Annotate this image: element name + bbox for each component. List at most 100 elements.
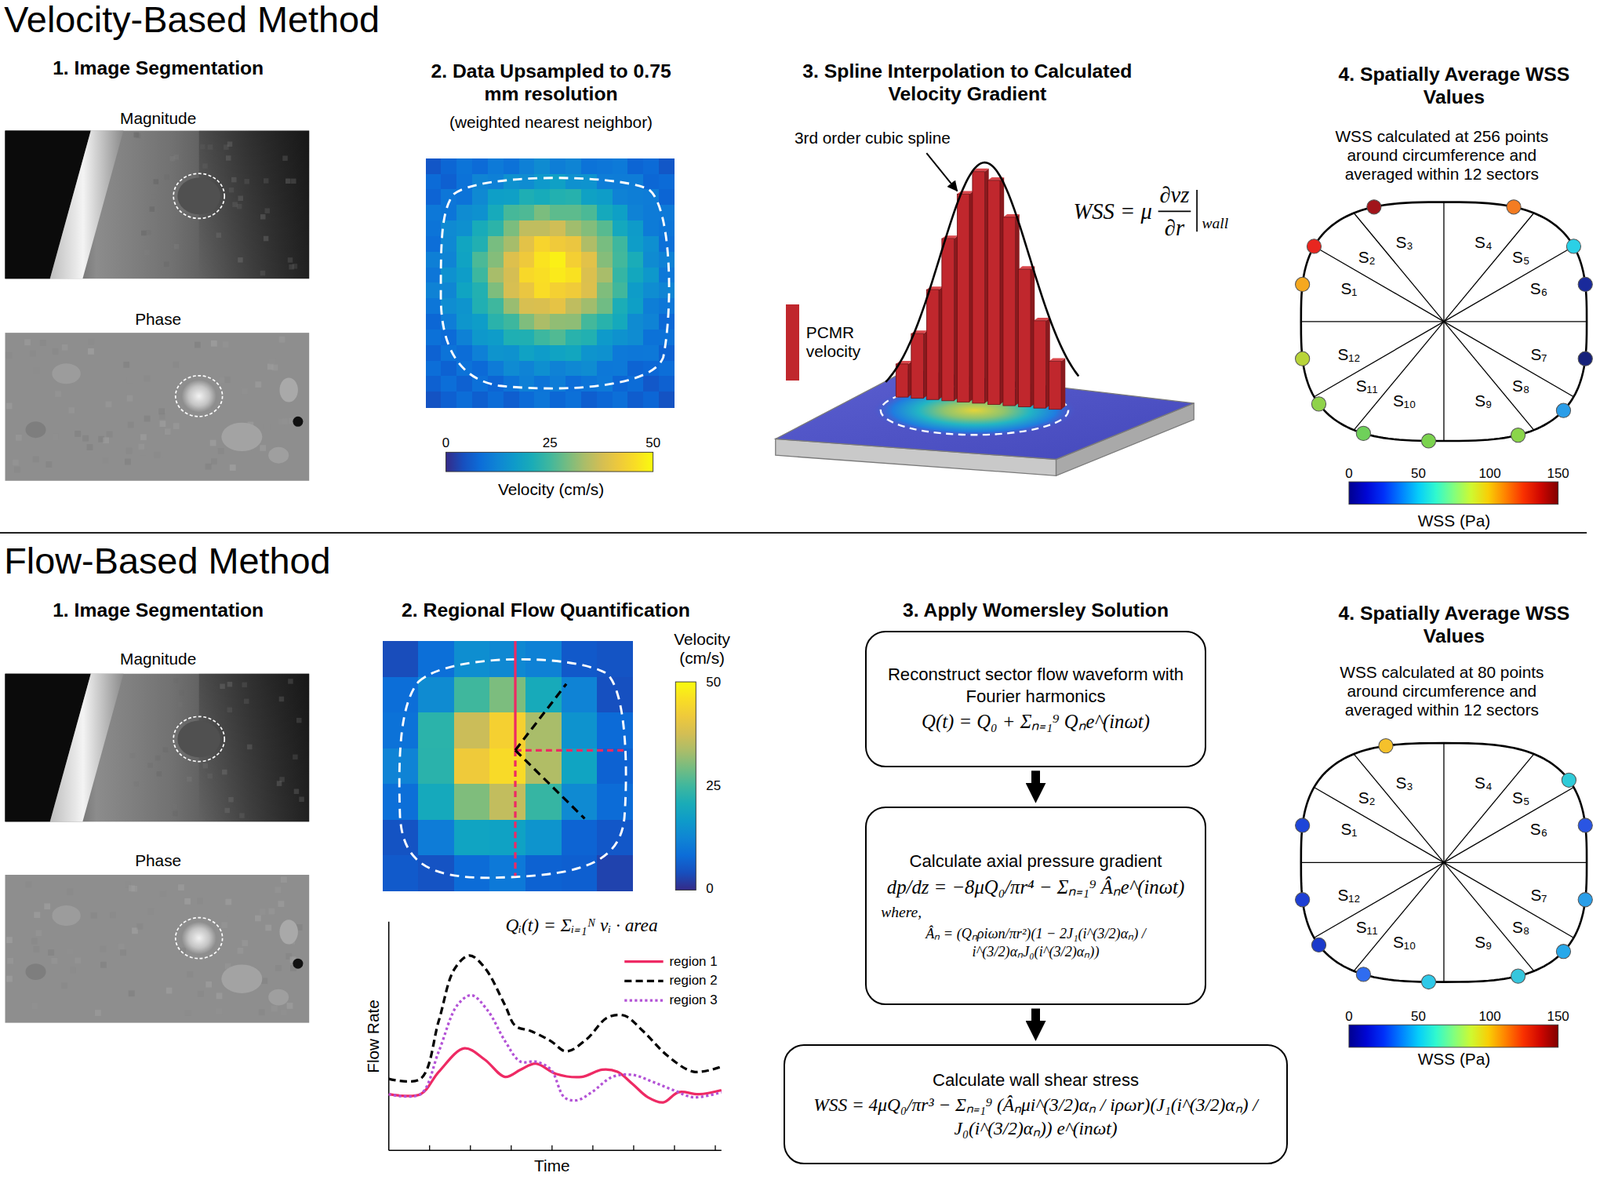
sector-divider xyxy=(1443,213,1535,322)
image-texture xyxy=(265,924,272,931)
velocity-pixel xyxy=(643,220,659,237)
sector-divider xyxy=(1301,861,1444,863)
velocity-pixel xyxy=(534,251,550,268)
velocity-pixel xyxy=(489,676,526,713)
bar-front xyxy=(987,180,1000,405)
velocity-pixel xyxy=(472,298,488,314)
velocity-pixel xyxy=(456,313,473,330)
velocity-pixel xyxy=(627,360,644,377)
image-texture xyxy=(241,387,248,394)
image-texture xyxy=(87,443,94,451)
image-texture xyxy=(207,144,214,150)
phase-image xyxy=(5,332,310,481)
image-texture xyxy=(210,340,218,347)
image-texture xyxy=(52,433,59,440)
velocity-pixel xyxy=(565,313,582,330)
velocity-pixel xyxy=(565,174,582,190)
velocity-pixel xyxy=(472,251,488,268)
image-texture xyxy=(29,350,37,357)
image-texture xyxy=(225,155,232,161)
image-texture xyxy=(178,883,185,891)
velocity-pixel xyxy=(549,329,566,346)
velocity-pixel xyxy=(425,298,442,314)
velocity-pixel xyxy=(534,345,550,361)
velocity-pixel xyxy=(596,819,633,856)
velocity-pixel xyxy=(658,174,675,190)
velocity-pixel xyxy=(472,391,488,408)
velocity-pixel xyxy=(456,220,473,237)
velocity-pixel xyxy=(643,298,659,314)
legend-label: region 3 xyxy=(669,992,717,1008)
image-texture xyxy=(153,178,160,185)
velocity-pixel xyxy=(472,236,488,252)
velocity-pixel xyxy=(519,282,535,299)
image-texture xyxy=(90,912,98,919)
sector-label: S₉ xyxy=(1474,391,1492,411)
image-texture xyxy=(66,888,73,895)
sector-divider xyxy=(1353,861,1444,971)
velocity-pixel xyxy=(489,783,526,820)
velocity-pixel xyxy=(596,282,613,299)
panel-heading: 4. Spatially Average WSS Values xyxy=(1305,602,1600,648)
image-texture xyxy=(228,796,234,803)
velocity-pixel xyxy=(565,220,582,237)
bright-band xyxy=(50,130,124,280)
axis-tick xyxy=(510,1145,512,1151)
image-texture xyxy=(271,1005,278,1012)
process-box: Reconstruct sector flow waveform with Fo… xyxy=(865,630,1207,768)
sector-label: S₇ xyxy=(1530,345,1547,364)
velocity-pixel xyxy=(440,158,457,175)
velocity-pixel xyxy=(658,282,675,299)
colorbar-tick: 0 xyxy=(705,880,713,896)
velocity-pixel xyxy=(472,313,488,330)
image-texture xyxy=(166,987,173,994)
velocity-pixel xyxy=(456,282,473,299)
image-texture xyxy=(128,884,135,891)
fraction-line xyxy=(1158,210,1192,212)
velocity-pixel xyxy=(487,391,504,408)
vessel-outline xyxy=(175,375,223,417)
velocity-pixel xyxy=(658,189,675,205)
velocity-pixel xyxy=(534,236,550,252)
velocity-pixel xyxy=(487,220,504,237)
velocity-pixel xyxy=(519,251,535,268)
image-label: Phase xyxy=(134,850,182,870)
bar-top xyxy=(1033,317,1051,321)
velocity-pixel xyxy=(549,236,566,252)
sector-divider xyxy=(1443,861,1587,863)
sector-label: S₂ xyxy=(1358,247,1376,267)
velocity-pixel xyxy=(440,391,457,408)
sector-label: S₆ xyxy=(1530,279,1548,299)
sector-diagram xyxy=(1295,738,1593,990)
sector-label: S₃ xyxy=(1395,232,1413,252)
legend-label: region 2 xyxy=(669,973,717,989)
colorbar-tick: 100 xyxy=(1478,465,1501,481)
image-texture xyxy=(33,911,40,918)
phase-blob xyxy=(25,963,47,980)
colorbar-tick: 0 xyxy=(1345,1008,1353,1024)
velocity-pixel xyxy=(596,189,613,205)
image-ground xyxy=(5,130,310,280)
image-texture xyxy=(15,434,22,441)
image-texture xyxy=(151,194,157,200)
velocity-pixel xyxy=(472,189,488,205)
phase-blob xyxy=(51,905,80,926)
velocity-pixel xyxy=(487,251,504,268)
region-boundary xyxy=(515,749,585,819)
velocity-pixel xyxy=(472,345,488,361)
velocity-pixel xyxy=(643,329,659,346)
velocity-pixel xyxy=(561,676,598,713)
sector-divider xyxy=(1443,321,1444,441)
image-texture xyxy=(61,344,69,351)
image-texture xyxy=(196,897,204,904)
image-texture xyxy=(100,961,107,968)
velocity-pixel xyxy=(472,267,488,284)
image-texture xyxy=(177,701,183,708)
velocity-pixel xyxy=(596,313,613,330)
velocity-pixel xyxy=(503,282,520,299)
image-texture xyxy=(32,1002,39,1009)
image-texture xyxy=(292,754,299,760)
image-texture xyxy=(68,407,75,414)
velocity-pixel xyxy=(454,854,491,891)
velocity-pixel xyxy=(549,220,566,237)
